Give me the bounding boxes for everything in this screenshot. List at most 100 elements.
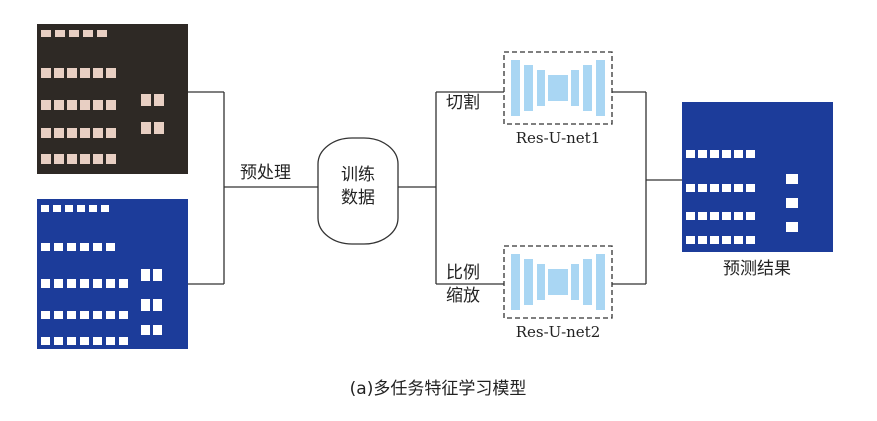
aerial-roof <box>41 30 51 37</box>
mask-building-footprint <box>41 205 49 212</box>
mask-building-footprint <box>80 337 89 345</box>
crop-branch-label: 切割 <box>446 93 480 113</box>
mask-building-footprint <box>153 269 162 281</box>
mask-building-footprint <box>106 337 115 345</box>
predicted-building-footprint <box>786 198 798 208</box>
mask-building-footprint <box>54 279 63 288</box>
res-u-net2-block: Res-U-net2 <box>503 245 613 341</box>
aerial-roof <box>106 128 116 138</box>
connector-lines <box>188 91 682 285</box>
mask-building-footprint <box>80 279 89 288</box>
aerial-roof <box>41 154 51 164</box>
mask-building-footprint <box>119 279 128 288</box>
mask-building-footprint <box>106 311 115 319</box>
aerial-roof <box>67 100 77 110</box>
mask-building-footprint <box>54 311 63 319</box>
aerial-roof <box>54 128 64 138</box>
scale-branch-label-2: 缩放 <box>446 286 480 306</box>
predicted-building-footprint <box>746 150 755 158</box>
predicted-building-footprint <box>698 150 707 158</box>
mask-building-footprint <box>93 279 102 288</box>
aerial-roof <box>141 122 151 134</box>
mask-building-footprint <box>141 299 150 311</box>
aerial-roof <box>80 100 90 110</box>
predicted-building-footprint <box>734 150 743 158</box>
aerial-roof <box>41 128 51 138</box>
predicted-building-footprint <box>734 184 743 192</box>
mask-building-footprint <box>41 311 50 319</box>
predicted-building-footprint <box>722 184 731 192</box>
prediction-result-label: 预测结果 <box>723 259 791 279</box>
predicted-building-footprint <box>710 184 719 192</box>
preprocess-label: 预处理 <box>240 163 291 183</box>
res-u-net1-label: Res-U-net1 <box>516 129 601 147</box>
res-u-net2-label: Res-U-net2 <box>516 323 601 341</box>
mask-building-footprint <box>80 311 89 319</box>
mask-building-footprint <box>80 243 89 251</box>
mask-building-footprint <box>93 243 102 251</box>
aerial-roof <box>141 94 151 106</box>
mask-building-footprint <box>41 337 50 345</box>
mask-building-footprint <box>93 311 102 319</box>
predicted-building-footprint <box>734 212 743 220</box>
scale-branch-label-1: 比例 <box>446 263 480 283</box>
aerial-roof <box>54 68 64 78</box>
aerial-roof <box>80 68 90 78</box>
aerial-roof <box>106 68 116 78</box>
aerial-roof <box>93 100 103 110</box>
mask-building-footprint <box>93 337 102 345</box>
mask-building-footprint <box>67 337 76 345</box>
predicted-building-footprint <box>698 236 707 244</box>
mask-building-footprint <box>141 269 150 281</box>
predicted-building-footprint <box>710 150 719 158</box>
mask-building-footprint <box>106 243 115 251</box>
mask-building-footprint <box>101 205 109 212</box>
training-data-node: 训练 数据 <box>317 137 399 245</box>
training-data-label-2: 数据 <box>341 188 375 208</box>
predicted-building-footprint <box>710 236 719 244</box>
mask-building-footprint <box>119 311 128 319</box>
mask-building-footprint <box>53 205 61 212</box>
aerial-image <box>37 24 188 174</box>
mask-building-footprint <box>153 299 162 311</box>
training-data-label-1: 训练 <box>341 165 375 185</box>
predicted-building-footprint <box>722 212 731 220</box>
aerial-roof <box>106 154 116 164</box>
aerial-roof <box>67 68 77 78</box>
aerial-roof <box>55 30 65 37</box>
res-u-net1-block: Res-U-net1 <box>503 51 613 147</box>
predicted-building-footprint <box>710 212 719 220</box>
predicted-building-footprint <box>746 236 755 244</box>
mask-building-footprint <box>65 205 73 212</box>
predicted-building-footprint <box>686 184 695 192</box>
prediction-image <box>682 102 833 252</box>
predicted-building-footprint <box>686 150 695 158</box>
predicted-building-footprint <box>686 236 695 244</box>
predicted-building-footprint <box>686 212 695 220</box>
mask-building-footprint <box>153 325 162 335</box>
predicted-building-footprint <box>722 236 731 244</box>
predicted-building-footprint <box>746 212 755 220</box>
predicted-building-footprint <box>722 150 731 158</box>
predicted-building-footprint <box>698 184 707 192</box>
aerial-roof <box>154 94 164 106</box>
predicted-building-footprint <box>698 212 707 220</box>
aerial-roof <box>93 128 103 138</box>
label-mask-image <box>37 199 188 349</box>
mask-building-footprint <box>54 337 63 345</box>
aerial-roof <box>154 122 164 134</box>
aerial-roof <box>54 100 64 110</box>
aerial-roof <box>67 128 77 138</box>
mask-building-footprint <box>67 311 76 319</box>
mask-building-footprint <box>106 279 115 288</box>
predicted-building-footprint <box>734 236 743 244</box>
mask-building-footprint <box>67 279 76 288</box>
predicted-building-footprint <box>746 184 755 192</box>
mask-building-footprint <box>77 205 85 212</box>
mask-building-footprint <box>54 243 63 251</box>
mask-building-footprint <box>41 279 50 288</box>
aerial-roof <box>93 68 103 78</box>
aerial-roof <box>97 30 107 37</box>
aerial-roof <box>106 100 116 110</box>
